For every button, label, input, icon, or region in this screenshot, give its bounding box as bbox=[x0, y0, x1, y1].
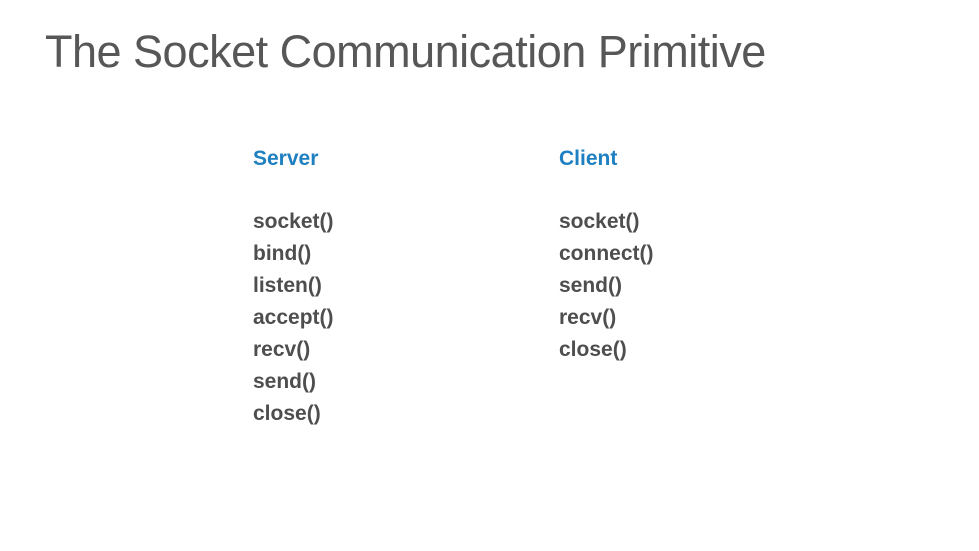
server-column: Server socket() bind() listen() accept()… bbox=[253, 146, 513, 430]
api-call: send() bbox=[559, 274, 622, 297]
api-call: close() bbox=[253, 402, 321, 425]
api-call: connect() bbox=[559, 242, 654, 265]
api-call: socket() bbox=[253, 210, 334, 233]
api-call: recv() bbox=[253, 338, 311, 361]
api-call: send() bbox=[253, 370, 316, 393]
client-call-list: socket() connect() send() recv() close() bbox=[559, 206, 819, 366]
api-call: accept() bbox=[253, 306, 334, 329]
client-column: Client socket() connect() send() recv() … bbox=[559, 146, 819, 366]
api-call: socket() bbox=[559, 210, 640, 233]
server-column-header: Server bbox=[253, 147, 319, 170]
page-title: The Socket Communication Primitive bbox=[45, 26, 766, 77]
server-call-list: socket() bind() listen() accept() recv()… bbox=[253, 206, 513, 430]
api-call: recv() bbox=[559, 306, 617, 329]
api-call: bind() bbox=[253, 242, 312, 265]
client-column-header: Client bbox=[559, 147, 618, 170]
api-call: close() bbox=[559, 338, 627, 361]
api-call: listen() bbox=[253, 274, 322, 297]
